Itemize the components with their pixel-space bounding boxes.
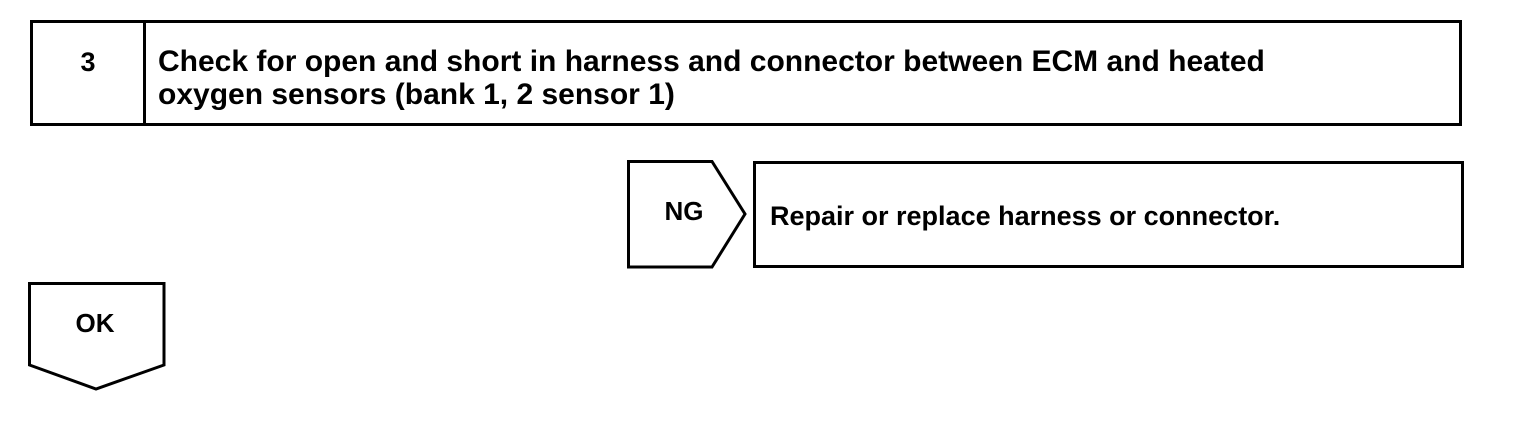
ng-action-box: Repair or replace harness or connector. <box>753 161 1464 268</box>
ng-arrow-shape <box>627 160 747 269</box>
ok-arrow-shape <box>28 282 166 391</box>
step-number: 3 <box>33 23 146 123</box>
ok-label: OK <box>75 308 115 338</box>
step-box: 3 Check for open and short in harness an… <box>30 20 1462 126</box>
ng-label: NG <box>664 196 704 226</box>
step-description: Check for open and short in harness and … <box>158 45 1265 111</box>
